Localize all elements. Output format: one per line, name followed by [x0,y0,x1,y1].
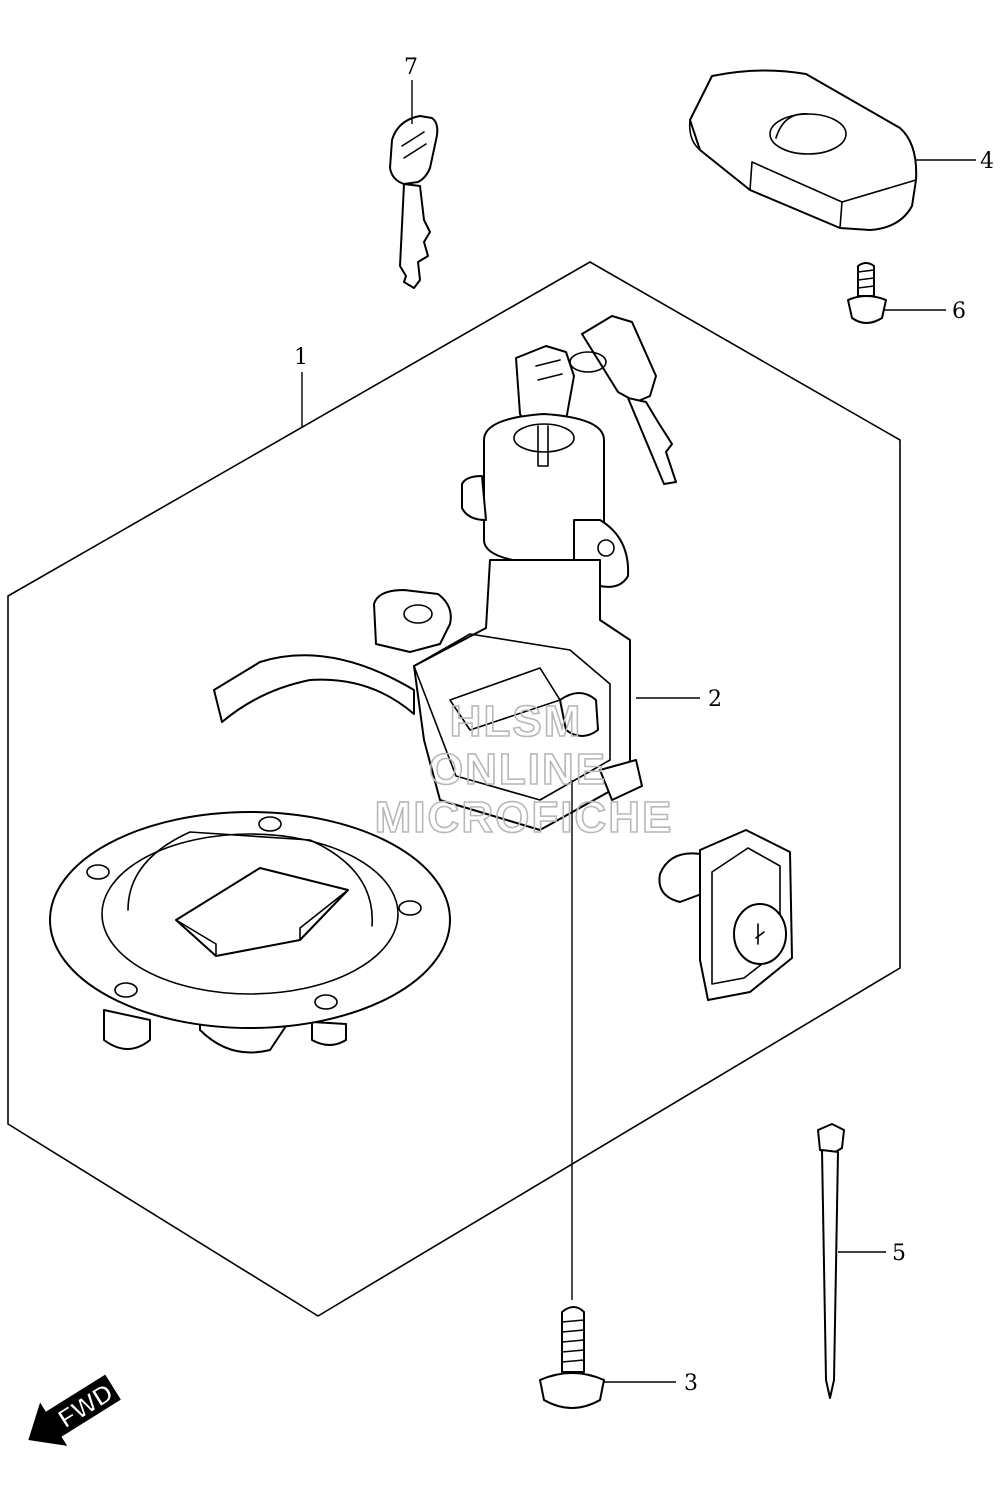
set-boundary-outline [7,261,901,1317]
callout-7: 7 [404,55,418,80]
fwd-arrow-icon: FWD [28,1374,121,1446]
screw-part-3[interactable] [539,1306,605,1409]
watermark-line-2: ONLINE [429,745,607,794]
callout-6: 6 [952,299,966,324]
ignition-switch-part-2[interactable] [213,315,677,831]
cable-tie-part-5[interactable] [817,1123,845,1399]
callout-1: 1 [294,345,308,370]
key-part-7[interactable] [389,115,439,289]
callout-2: 2 [708,687,722,712]
bolt-part-6[interactable] [847,262,887,324]
cover-part-4[interactable] [688,69,918,231]
fuel-cap-assembly[interactable] [49,811,451,1054]
callout-4: 4 [980,149,994,174]
callout-5: 5 [892,1241,906,1266]
callout-3: 3 [684,1371,698,1396]
watermark-line-1: HLSM [450,697,583,746]
watermark-line-3: MICROFICHE [375,793,674,842]
seat-lock-assembly[interactable] [658,829,793,1001]
